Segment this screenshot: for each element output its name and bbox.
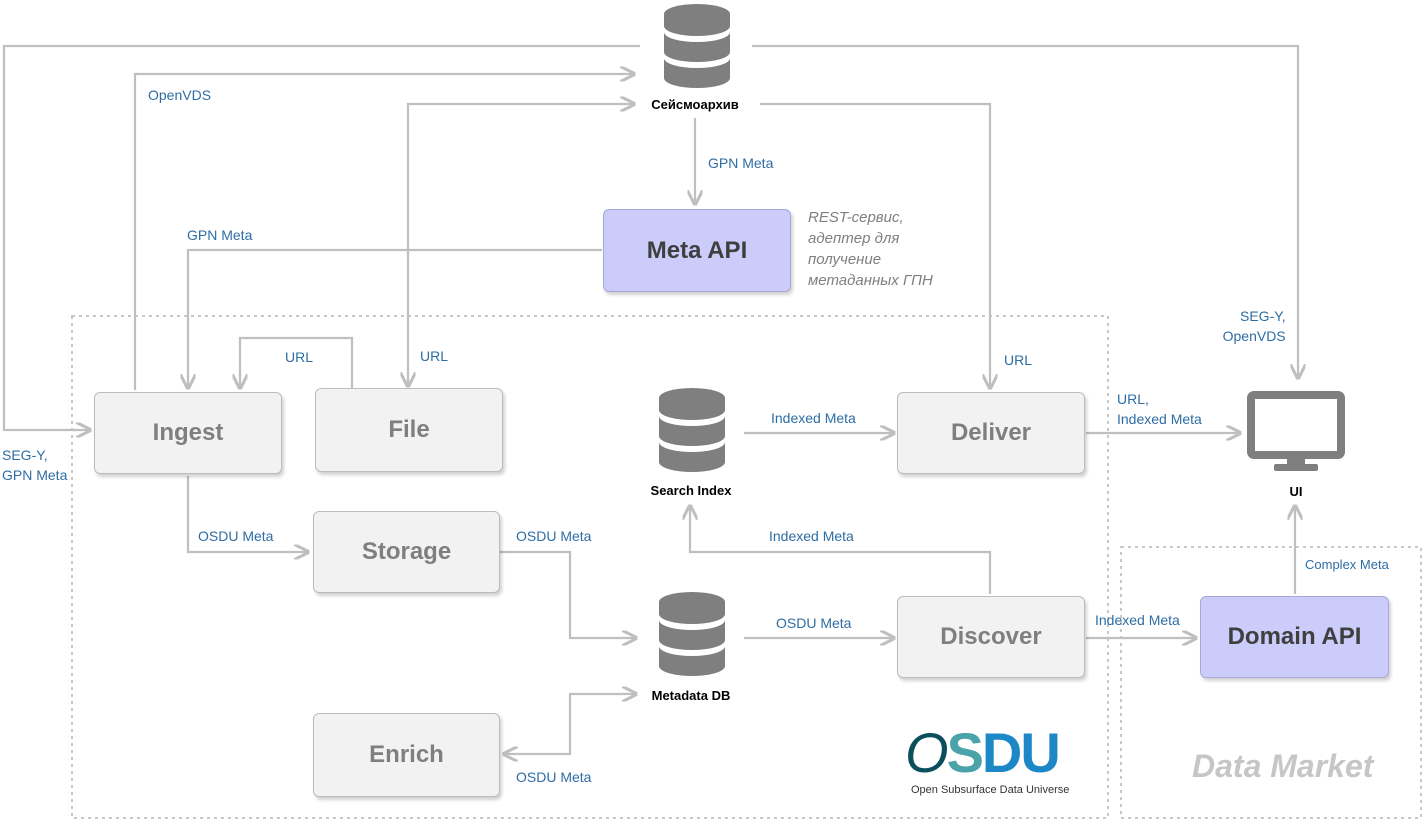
edge-label-indexed-meta-domain: Indexed Meta — [1095, 612, 1180, 628]
edge-label-osdu-meta-db: OSDU Meta — [776, 615, 852, 631]
osdu-letter: S — [946, 721, 984, 784]
ui-label: UI — [1289, 484, 1303, 499]
edge-label-url-file-archive: URL — [420, 348, 449, 364]
edge-label-gpn-meta-api: GPN Meta — [187, 227, 253, 243]
edge-label-segy-openvds: SEG-Y, OpenVDS — [1220, 306, 1286, 346]
seismic-archive-database-icon — [664, 4, 730, 88]
edge-archive-to-ui — [752, 44, 1298, 378]
metadata-db-database-icon — [659, 592, 725, 676]
edge-label-line: URL, — [1117, 391, 1149, 407]
edge-label-line: SEG-Y, — [1240, 308, 1286, 324]
edge-label-complex-meta: Complex Meta — [1305, 557, 1389, 572]
data-market-title: Data Market — [1192, 748, 1374, 784]
edge-ingest-to-archive — [133, 74, 634, 390]
storage-box[interactable]: Storage — [313, 511, 500, 593]
meta-api-note-line: метаданных ГПН — [808, 272, 933, 289]
edge-label-gpn-meta-archive: GPN Meta — [708, 155, 774, 171]
osdu-letter: D — [981, 721, 1022, 784]
meta-api-note-line: REST-сервис, — [808, 209, 904, 226]
osdu-letter: O — [905, 721, 949, 784]
edge-label-osdu-meta-enrich: OSDU Meta — [516, 769, 592, 785]
search-index-label: Search Index — [650, 483, 732, 498]
discover-box[interactable]: Discover — [897, 596, 1085, 678]
meta-api-note-line: адептер для — [808, 230, 900, 247]
edge-label-line: OpenVDS — [1222, 328, 1286, 344]
edge-label-line: GPN Meta — [2, 467, 68, 483]
edge-label-openvds: OpenVDS — [148, 87, 212, 103]
edge-label-indexed-meta-search: Indexed Meta — [771, 410, 856, 426]
edge-metadb-enrich — [504, 694, 636, 754]
edge-label-indexed-meta-discover: Indexed Meta — [769, 528, 854, 544]
edge-file-to-ingest — [240, 336, 354, 388]
search-index-database-icon — [659, 388, 725, 472]
edge-storage-to-metadb — [500, 550, 636, 638]
edge-label-url-deliver: URL — [1004, 352, 1033, 368]
edge-label-url-file-ingest: URL — [285, 349, 314, 365]
osdu-wordmark: OSDU — [905, 721, 1061, 784]
metadata-db-label: Metadata DB — [651, 688, 731, 703]
domain-api-box[interactable]: Domain API — [1200, 596, 1389, 678]
edge-discover-to-search — [690, 506, 992, 594]
edge-label-osdu-meta-ingest: OSDU Meta — [198, 528, 274, 544]
meta-api-note-line: получение — [808, 251, 882, 268]
edge-label-line: Indexed Meta — [1117, 411, 1202, 427]
data-market-region — [1120, 546, 1422, 819]
seismic-archive-label: Сейсмоархив — [651, 97, 739, 112]
edge-archive-to-deliver — [760, 102, 990, 388]
meta-api-note: REST-сервис, адептер для получение метад… — [808, 207, 933, 291]
edge-label-segy-gpn: SEG-Y, GPN Meta — [2, 445, 67, 485]
edge-archive-file — [408, 104, 634, 386]
edge-label-url-indexed: URL, Indexed Meta — [1117, 389, 1202, 429]
enrich-box[interactable]: Enrich — [313, 713, 500, 797]
ingest-box[interactable]: Ingest — [94, 392, 282, 474]
edge-archive-to-ingest — [2, 44, 640, 430]
edge-metaapi-to-ingest — [188, 248, 602, 388]
osdu-tagline: Open Subsurface Data Universe — [911, 784, 1070, 796]
meta-api-box[interactable]: Meta API — [603, 209, 791, 292]
monitor-icon — [1247, 391, 1345, 471]
edge-label-osdu-meta-storage: OSDU Meta — [516, 528, 592, 544]
file-box[interactable]: File — [315, 388, 503, 472]
deliver-box[interactable]: Deliver — [897, 392, 1085, 474]
osdu-letter: U — [1020, 721, 1060, 784]
osdu-logo: OSDU Open Subsurface Data Universe — [905, 722, 1075, 802]
edge-label-line: SEG-Y, — [2, 447, 48, 463]
edge-ingest-to-storage — [186, 476, 308, 552]
